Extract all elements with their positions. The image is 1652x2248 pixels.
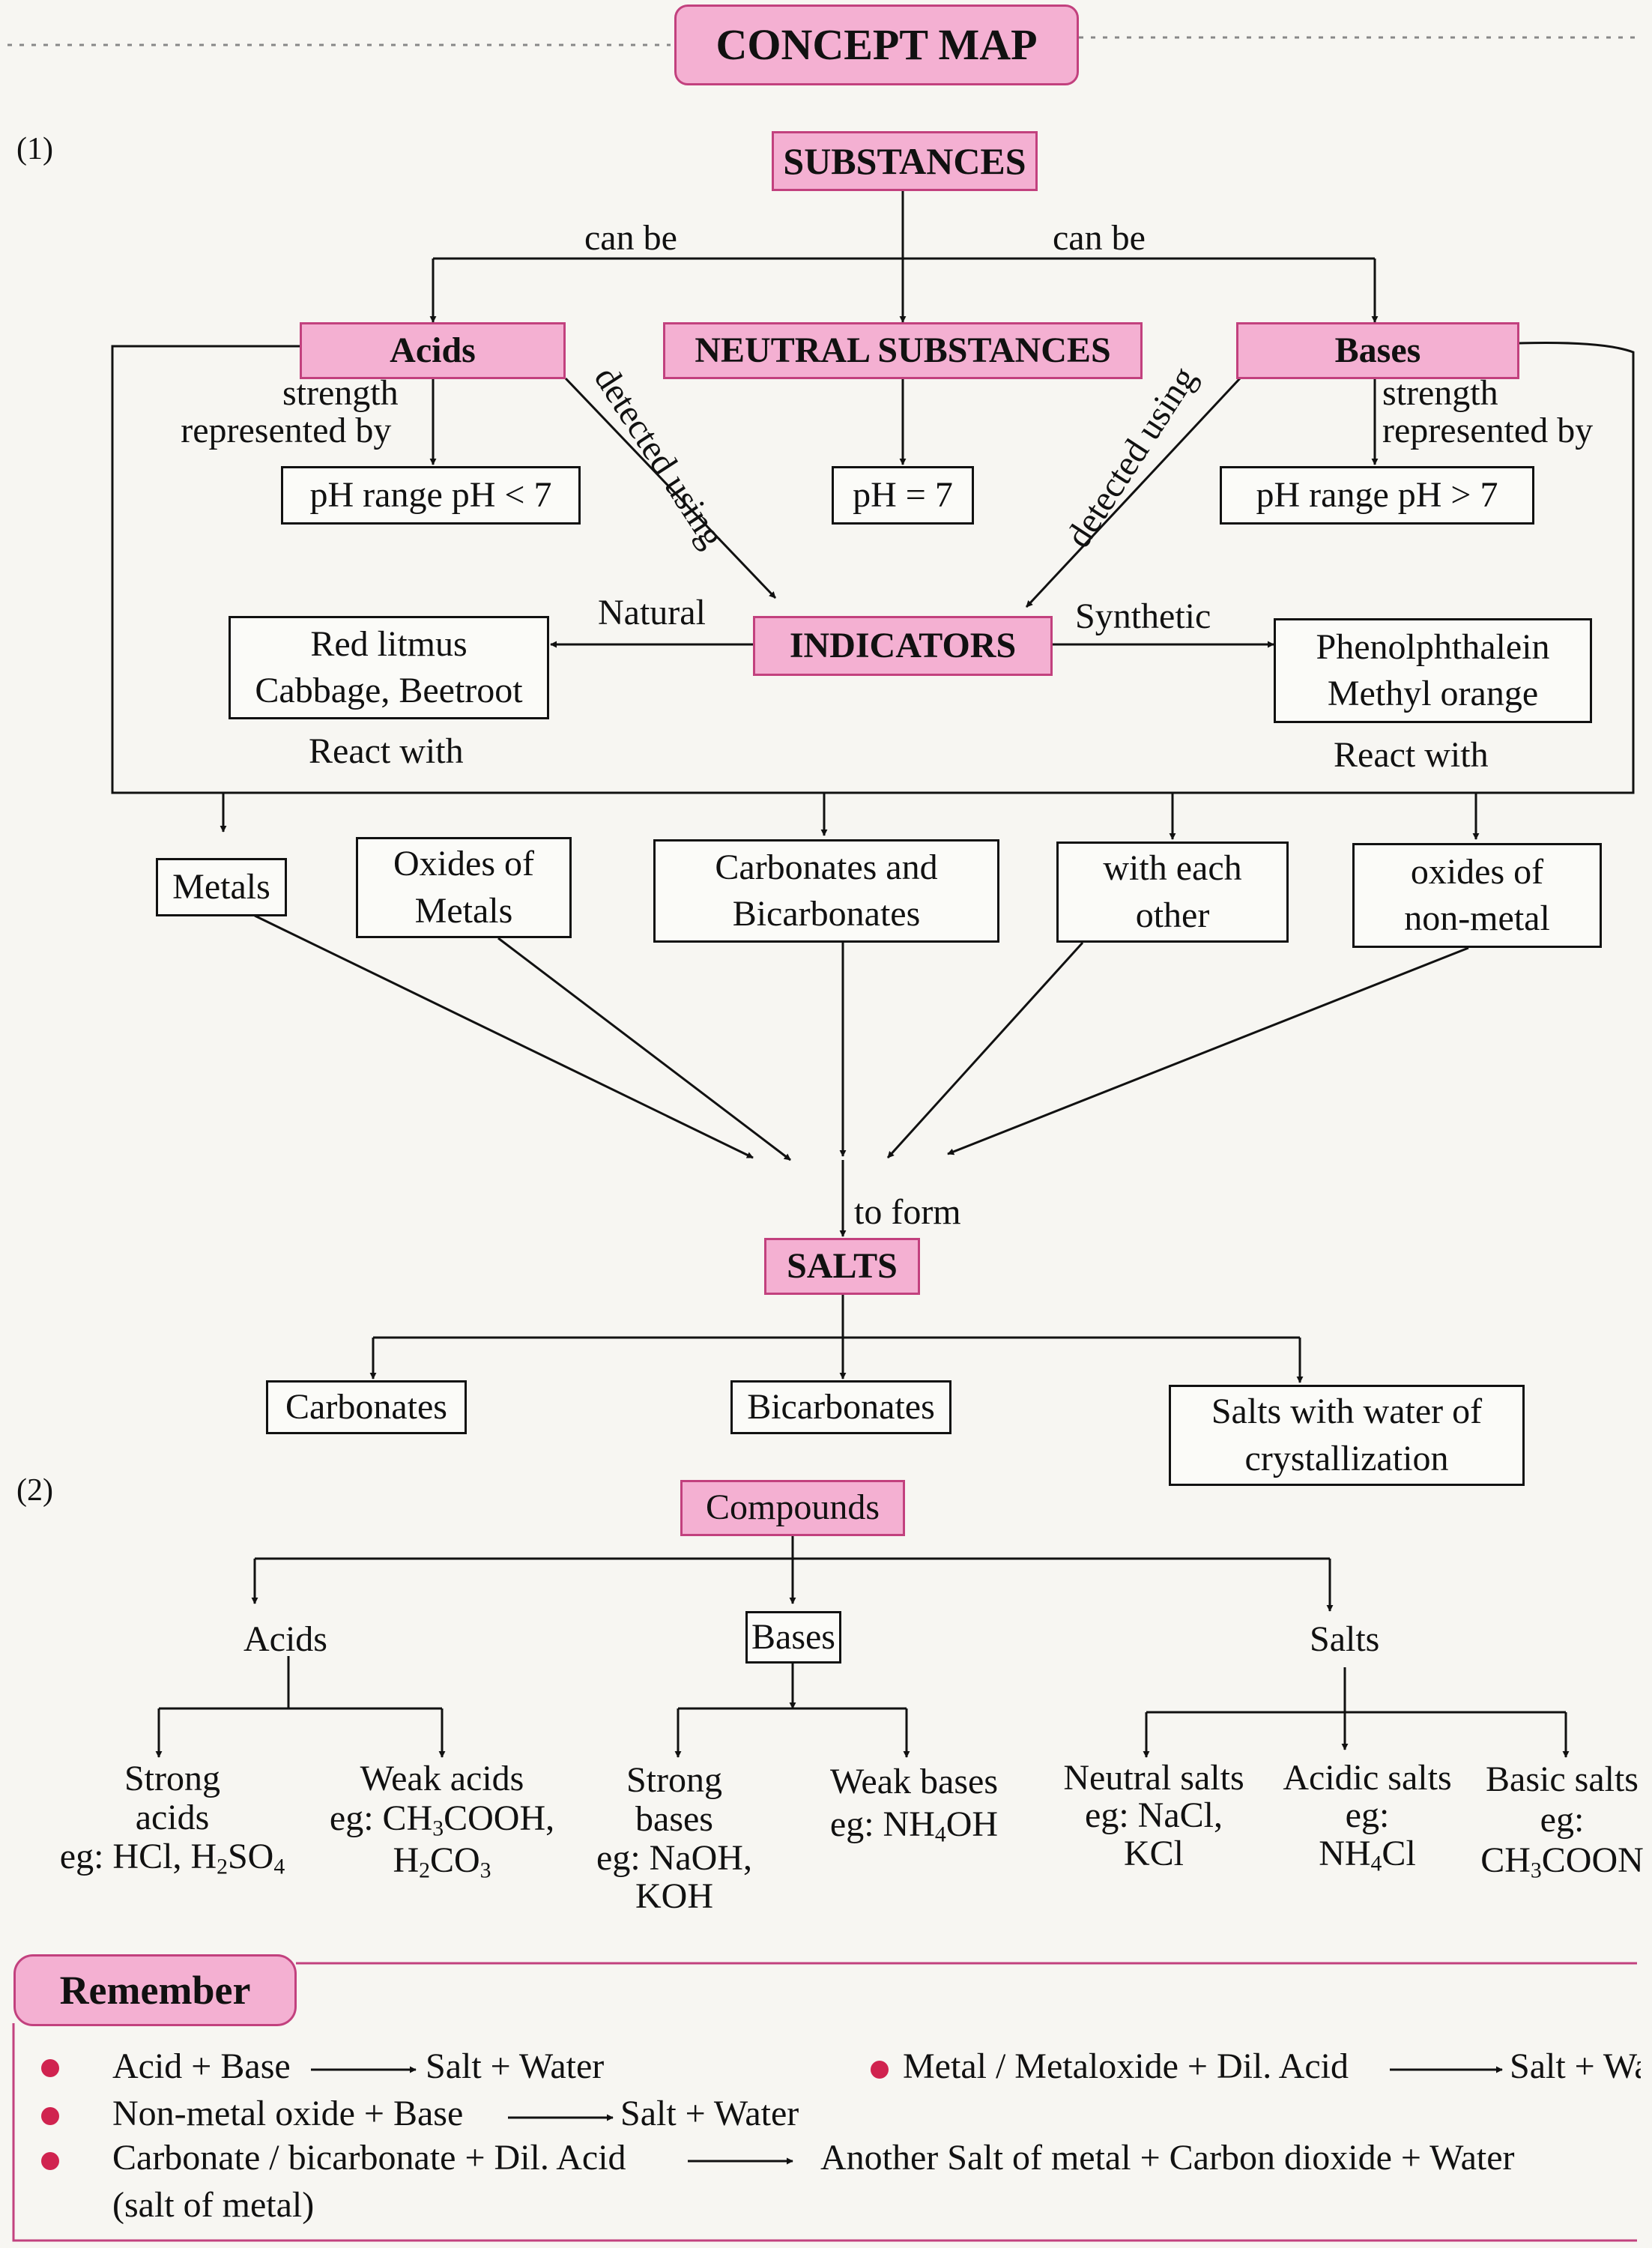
base-strength-word: strength bbox=[1382, 373, 1498, 413]
basic-salts-text: Basic salts eg: CH3COON bbox=[1472, 1759, 1652, 1882]
react-with-right-label: React with bbox=[1334, 735, 1489, 775]
remember-3-right: Another Salt of metal + Carbon dioxide +… bbox=[820, 2138, 1515, 2178]
acids-box: Acids bbox=[300, 322, 566, 379]
strong-bases-text: Strong bases eg: NaOH, KOH bbox=[577, 1761, 772, 1916]
weak-bases-example: eg: NH4OH bbox=[829, 1804, 999, 1847]
acid-strength-label: strength represented by bbox=[174, 373, 399, 451]
neutral-salts-line1: Neutral salts bbox=[1063, 1758, 1244, 1798]
carbonates-line1: Carbonates and bbox=[715, 847, 938, 887]
indicators-box: INDICATORS bbox=[753, 616, 1053, 676]
to-form-label: to form bbox=[854, 1192, 961, 1232]
oxides-of-metals-line1: Oxides of bbox=[393, 844, 534, 884]
concept-map-title: CONCEPT MAP bbox=[674, 4, 1079, 85]
natural-indicator-1: Red litmus bbox=[310, 623, 468, 664]
remember-1-left: Acid + Base bbox=[112, 2046, 291, 2086]
natural-indicators-box: Red litmus Cabbage, Beetroot bbox=[229, 616, 549, 719]
remember-heading: Remember bbox=[13, 1954, 297, 2026]
strong-bases-example-2: KOH bbox=[635, 1876, 713, 1917]
strong-bases-line1: Strong bbox=[626, 1760, 722, 1800]
oxides-of-non-metal-box: oxides of non-metal bbox=[1352, 843, 1602, 948]
weak-acids-example-2: H2CO3 bbox=[393, 1840, 491, 1883]
bases-box: Bases bbox=[1236, 322, 1519, 379]
with-each-other-line1: with each bbox=[1103, 848, 1242, 889]
acidic-salts-line1: Acidic salts bbox=[1283, 1758, 1452, 1798]
strong-bases-example-1: eg: NaOH, bbox=[596, 1837, 752, 1878]
base-represented-by: represented by bbox=[1382, 411, 1594, 451]
section-2-number: (2) bbox=[16, 1473, 53, 1508]
base-strength-label: strength represented by bbox=[1382, 373, 1594, 451]
remember-2-left: Non-metal oxide + Base bbox=[112, 2094, 464, 2133]
weak-bases-line1: Weak bases bbox=[829, 1762, 999, 1801]
section-1-number: (1) bbox=[16, 132, 53, 166]
strong-acids-line2: acids bbox=[135, 1797, 210, 1837]
acid-represented-by: represented by bbox=[181, 411, 392, 451]
oxides-of-non-metal-line1: oxides of bbox=[1410, 851, 1544, 892]
acidic-salts-example: NH4Cl bbox=[1319, 1833, 1416, 1876]
react-with-left-label: React with bbox=[309, 731, 464, 771]
strong-acids-line1: Strong bbox=[124, 1759, 220, 1798]
remember-4-right: Salt + Wa bbox=[1510, 2046, 1641, 2086]
base-ph-box: pH range pH > 7 bbox=[1220, 466, 1534, 525]
acid-ph-box: pH range pH < 7 bbox=[281, 466, 581, 525]
basic-salts-example: CH3COON bbox=[1480, 1840, 1644, 1882]
neutral-substances-box: NEUTRAL SUBSTANCES bbox=[663, 322, 1143, 379]
bullet-1-icon bbox=[41, 2059, 59, 2077]
oxides-of-metals-box: Oxides of Metals bbox=[356, 837, 572, 938]
strong-acids-text: Strong acids eg: HCl, H2SO4 bbox=[45, 1759, 300, 1879]
compound-bases-box: Bases bbox=[745, 1611, 841, 1664]
can-be-left-label: can be bbox=[584, 218, 677, 258]
can-be-right-label: can be bbox=[1053, 218, 1146, 258]
bullet-3-icon bbox=[41, 2152, 59, 2170]
strong-bases-line2: bases bbox=[635, 1798, 713, 1839]
remember-1-right: Salt + Water bbox=[426, 2046, 605, 2086]
acid-strength-word: strength bbox=[282, 373, 399, 413]
acidic-salts-eg: eg: bbox=[1345, 1795, 1390, 1836]
compounds-box: Compounds bbox=[680, 1480, 905, 1536]
oxides-of-non-metal-line2: non-metal bbox=[1404, 898, 1550, 938]
salts-water-crystallization-box: Salts with water of crystallization bbox=[1169, 1385, 1525, 1486]
remember-3-left: Carbonate / bicarbonate + Dil. Acid bbox=[112, 2138, 626, 2178]
neutral-salts-text: Neutral salts eg: NaCl, KCl bbox=[1045, 1759, 1262, 1873]
neutral-ph-box: pH = 7 bbox=[832, 466, 974, 525]
oxides-of-metals-line2: Metals bbox=[414, 890, 513, 931]
synthetic-label: Synthetic bbox=[1075, 596, 1211, 636]
neutral-salts-example-2: KCl bbox=[1123, 1833, 1184, 1873]
remember-3-note: (salt of metal) bbox=[112, 2185, 315, 2225]
synthetic-indicator-1: Phenolphthalein bbox=[1316, 626, 1550, 667]
carbonates-line2: Bicarbonates bbox=[732, 894, 921, 934]
weak-bases-text: Weak bases eg: NH4OH bbox=[817, 1761, 1011, 1847]
metals-box: Metals bbox=[156, 858, 287, 916]
bullet-4-icon bbox=[871, 2061, 889, 2079]
with-each-other-line2: other bbox=[1135, 895, 1210, 935]
natural-label: Natural bbox=[598, 593, 706, 632]
carbonates-box: Carbonates bbox=[266, 1380, 467, 1434]
weak-acids-example-1: eg: CH3COOH, bbox=[329, 1798, 555, 1841]
strong-acids-example: eg: HCl, H2SO4 bbox=[59, 1836, 285, 1879]
synthetic-indicator-2: Methyl orange bbox=[1327, 674, 1539, 713]
carbonates-bicarbonates-box: Carbonates and Bicarbonates bbox=[653, 839, 999, 943]
compound-salts-label: Salts bbox=[1310, 1619, 1380, 1659]
basic-salts-eg: eg: bbox=[1540, 1799, 1585, 1840]
water-crystallization-line1: Salts with water of bbox=[1211, 1392, 1483, 1432]
substances-box: SUBSTANCES bbox=[772, 131, 1038, 191]
remember-2-right: Salt + Water bbox=[620, 2094, 799, 2133]
natural-indicator-2: Cabbage, Beetroot bbox=[255, 671, 523, 710]
water-crystallization-line2: crystallization bbox=[1244, 1438, 1449, 1478]
compound-acids-label: Acids bbox=[243, 1619, 327, 1659]
synthetic-indicators-box: Phenolphthalein Methyl orange bbox=[1274, 618, 1592, 723]
weak-acids-text: Weak acids eg: CH3COOH, H2CO3 bbox=[311, 1759, 573, 1883]
weak-acids-line1: Weak acids bbox=[360, 1759, 524, 1798]
acidic-salts-text: Acidic salts eg: NH4Cl bbox=[1266, 1759, 1468, 1875]
bullet-2-icon bbox=[41, 2107, 59, 2125]
remember-4-left: Metal / Metaloxide + Dil. Acid bbox=[903, 2046, 1349, 2086]
salts-box: SALTS bbox=[764, 1238, 920, 1295]
neutral-salts-example-1: eg: NaCl, bbox=[1085, 1795, 1223, 1836]
bicarbonates-box: Bicarbonates bbox=[730, 1380, 951, 1434]
basic-salts-line1: Basic salts bbox=[1486, 1759, 1639, 1799]
with-each-other-box: with each other bbox=[1056, 842, 1289, 943]
